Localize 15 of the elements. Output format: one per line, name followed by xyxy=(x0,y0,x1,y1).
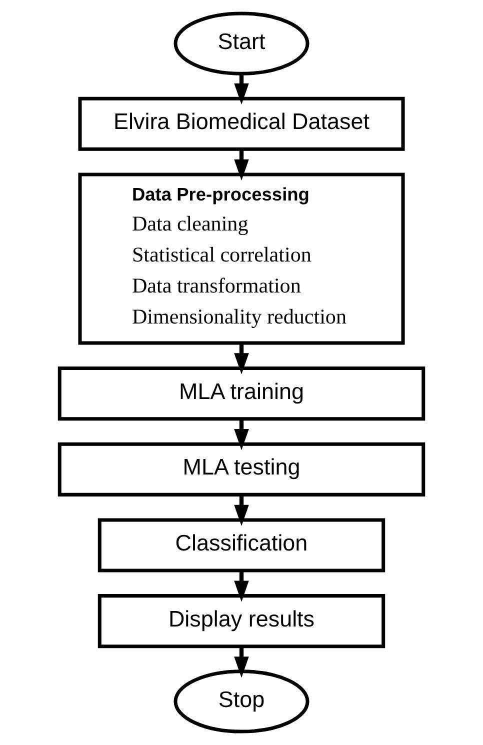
arrow xyxy=(234,73,249,105)
node-ellipse: Start xyxy=(174,12,310,76)
node-box: Elvira Biomedical Dataset xyxy=(78,96,405,151)
arrow xyxy=(234,343,249,374)
node-box: MLA training xyxy=(58,366,426,421)
node-box: Classification xyxy=(98,518,386,572)
node-box: Display results xyxy=(98,594,386,648)
arrow xyxy=(234,494,249,526)
arrow xyxy=(234,570,249,602)
node-ellipse: Stop xyxy=(174,670,310,734)
arrow xyxy=(234,646,249,678)
arrow xyxy=(234,418,249,450)
arrow xyxy=(234,150,249,181)
node-box: Data Pre-processing Data cleaning Statistical correlation Data transformation Dimensionality reduction xyxy=(78,172,405,345)
node-box: MLA testing xyxy=(58,442,426,496)
